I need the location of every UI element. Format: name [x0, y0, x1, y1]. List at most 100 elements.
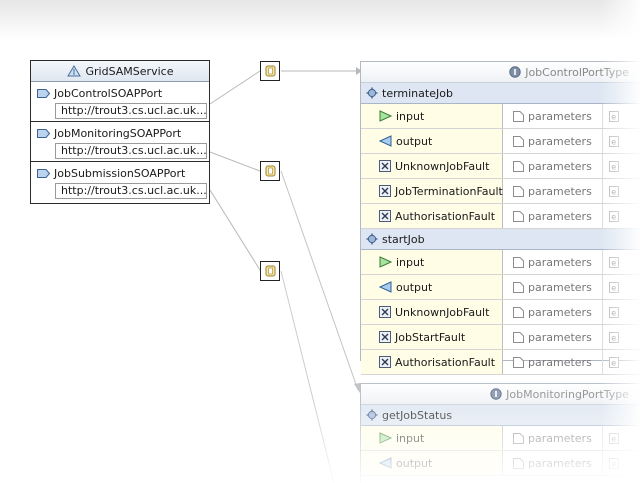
- svg-text:e: e: [611, 459, 616, 468]
- message-label: UnknownJobFault: [395, 305, 490, 319]
- service-header[interactable]: GridSAMService: [31, 61, 209, 82]
- message-row[interactable]: output parameters e: [361, 275, 640, 300]
- message-cell[interactable]: UnknownJobFault: [361, 300, 503, 324]
- fault-icon: [379, 331, 391, 343]
- operation-row[interactable]: startJob: [361, 229, 640, 250]
- porttype-header[interactable]: JobControlPortType: [361, 62, 640, 83]
- element-cell[interactable]: e: [603, 250, 640, 274]
- element-cell[interactable]: e: [603, 426, 640, 450]
- service-port[interactable]: JobSubmissionSOAPPort http://trout3.cs.u…: [31, 162, 209, 202]
- message-cell[interactable]: UnknownJobFault: [361, 154, 503, 178]
- service-port[interactable]: JobMonitoringSOAPPort http://trout3.cs.u…: [31, 122, 209, 162]
- operation-name: terminateJob: [382, 86, 453, 100]
- connector-binding3-offscreen: [280, 270, 335, 483]
- message-label: AuthorisationFault: [395, 209, 496, 223]
- operation-icon: [366, 233, 378, 245]
- part-cell[interactable]: parameters: [503, 300, 603, 324]
- element-cell[interactable]: e: [603, 300, 640, 324]
- element-cell[interactable]: e: [603, 275, 640, 299]
- message-cell[interactable]: AuthorisationFault: [361, 204, 503, 228]
- binding-box[interactable]: [260, 261, 280, 281]
- message-cell[interactable]: output: [361, 129, 503, 153]
- message-label: JobStartFault: [395, 330, 466, 344]
- part-cell[interactable]: parameters: [503, 426, 603, 450]
- part-cell[interactable]: parameters: [503, 350, 603, 374]
- port-address-field[interactable]: http://trout3.cs.ucl.ac.uk...: [55, 103, 207, 119]
- element-icon: e: [609, 160, 619, 172]
- message-cell[interactable]: AuthorisationFault: [361, 350, 503, 374]
- message-cell[interactable]: input: [361, 250, 503, 274]
- port-name: JobMonitoringSOAPPort: [54, 127, 182, 140]
- part-cell[interactable]: parameters: [503, 204, 603, 228]
- element-icon: e: [609, 281, 619, 293]
- element-icon: e: [609, 110, 619, 122]
- element-cell[interactable]: e: [603, 104, 640, 128]
- svg-text:e: e: [611, 112, 616, 121]
- part-cell[interactable]: parameters: [503, 250, 603, 274]
- part-label: parameters: [528, 355, 592, 369]
- message-cell[interactable]: input: [361, 104, 503, 128]
- part-icon: [513, 306, 524, 318]
- service-port[interactable]: JobControlSOAPPort http://trout3.cs.ucl.…: [31, 82, 209, 122]
- operation-row[interactable]: getJobStatus: [361, 405, 640, 426]
- element-icon: e: [609, 457, 619, 469]
- binding-box[interactable]: [260, 161, 280, 181]
- svg-text:e: e: [611, 258, 616, 267]
- message-row[interactable]: input parameters e: [361, 104, 640, 129]
- message-row[interactable]: output parameters e: [361, 451, 640, 476]
- svg-text:e: e: [611, 187, 616, 196]
- message-label: UnknownJobFault: [395, 159, 490, 173]
- porttype-header[interactable]: JobMonitoringPortType: [361, 384, 640, 405]
- message-cell[interactable]: output: [361, 275, 503, 299]
- message-cell[interactable]: JobStartFault: [361, 325, 503, 349]
- part-cell[interactable]: parameters: [503, 451, 603, 475]
- output-icon: [379, 281, 392, 293]
- operation-name: getJobStatus: [382, 408, 453, 422]
- element-cell[interactable]: e: [603, 350, 640, 374]
- connector-port3-binding3: [209, 189, 261, 271]
- service-box[interactable]: GridSAMService JobControlSOAPPort http:/…: [30, 60, 210, 204]
- message-cell[interactable]: output: [361, 451, 503, 475]
- operation-row[interactable]: terminateJob: [361, 83, 640, 104]
- element-cell[interactable]: e: [603, 129, 640, 153]
- element-cell[interactable]: e: [603, 451, 640, 475]
- message-label: output: [396, 456, 433, 470]
- operation-name: startJob: [382, 232, 425, 246]
- part-cell[interactable]: parameters: [503, 275, 603, 299]
- input-icon: [379, 110, 392, 122]
- input-icon: [379, 256, 392, 268]
- svg-text:e: e: [611, 358, 616, 367]
- element-cell[interactable]: e: [603, 204, 640, 228]
- port-address-field[interactable]: http://trout3.cs.ucl.ac.uk...: [55, 183, 207, 199]
- part-cell[interactable]: parameters: [503, 104, 603, 128]
- message-row[interactable]: AuthorisationFault parameters e: [361, 350, 640, 375]
- part-cell[interactable]: parameters: [503, 325, 603, 349]
- part-cell[interactable]: parameters: [503, 154, 603, 178]
- element-cell[interactable]: e: [603, 154, 640, 178]
- message-row[interactable]: UnknownJobFault parameters e: [361, 154, 640, 179]
- message-cell[interactable]: JobTerminationFault: [361, 179, 503, 203]
- part-cell[interactable]: parameters: [503, 179, 603, 203]
- binding-box[interactable]: [260, 61, 280, 81]
- message-label: input: [396, 109, 425, 123]
- message-cell[interactable]: input: [361, 426, 503, 450]
- element-icon: e: [609, 135, 619, 147]
- part-label: parameters: [528, 255, 592, 269]
- message-label: output: [396, 280, 433, 294]
- part-cell[interactable]: parameters: [503, 129, 603, 153]
- element-cell[interactable]: e: [603, 179, 640, 203]
- port-address-field[interactable]: http://trout3.cs.ucl.ac.uk...: [55, 143, 207, 159]
- part-icon: [513, 160, 524, 172]
- message-row[interactable]: input parameters e: [361, 250, 640, 275]
- element-cell[interactable]: e: [603, 325, 640, 349]
